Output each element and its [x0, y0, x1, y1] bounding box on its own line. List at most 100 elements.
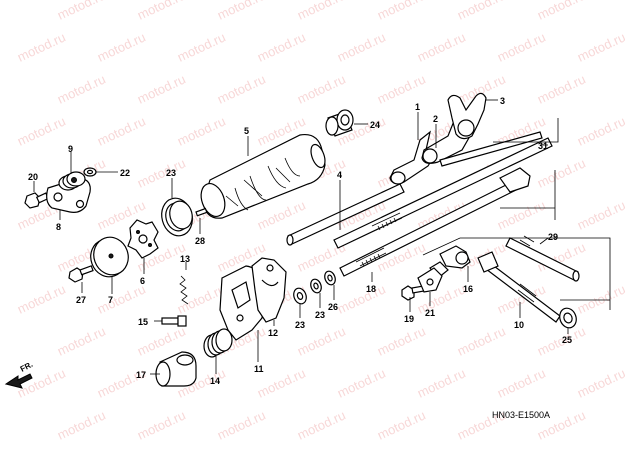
drawing-code: HN03-E1500A: [492, 410, 550, 420]
part-9-spring[interactable]: [58, 171, 86, 191]
callout-3: 3: [500, 96, 505, 106]
watermark: motod.ru: [575, 197, 625, 232]
watermark: motod.ru: [455, 323, 508, 358]
watermark: motod.ru: [375, 0, 428, 23]
leader-lines: [33, 99, 569, 375]
part-shift-spindle-upper[interactable]: [333, 137, 553, 249]
callout-9: 9: [68, 144, 73, 154]
watermark: motod.ru: [135, 71, 188, 106]
watermark: motod.ru: [175, 113, 228, 148]
callout-numbers: 20 9 22 8 5 24 23 28 6 7 27 13 15 17 14 …: [28, 96, 572, 386]
part-22-washer[interactable]: [83, 167, 97, 177]
watermark: motod.ru: [175, 29, 228, 64]
watermark: motod.ru: [95, 29, 148, 64]
part-12-guide-plate[interactable]: [251, 257, 287, 323]
callout-23-a: 23: [295, 320, 305, 330]
part-21-arm[interactable]: [417, 267, 443, 293]
callout-24: 23: [166, 168, 176, 178]
watermark: motod.ru: [495, 197, 548, 232]
callout-25: 24: [370, 120, 380, 130]
part-26-seal[interactable]: [557, 306, 579, 330]
watermark: motod.ru: [55, 407, 108, 442]
callout-12: 12: [268, 328, 278, 338]
part-14-spring[interactable]: [203, 328, 233, 358]
watermark: motod.ru: [15, 113, 68, 148]
part-18-shift-spindle[interactable]: [339, 167, 531, 277]
part-6-drum-center[interactable]: [127, 219, 159, 259]
callout-10: 10: [514, 320, 524, 330]
part-8-stopper-arm[interactable]: [46, 177, 91, 213]
callout-8: 8: [56, 222, 61, 232]
watermark: motod.ru: [95, 113, 148, 148]
watermark: motod.ru: [215, 0, 268, 23]
watermark: motod.ru: [535, 0, 588, 23]
watermark: motod.ru: [295, 0, 348, 23]
watermark: motod.ru: [215, 71, 268, 106]
part-23-washer-b[interactable]: [309, 278, 323, 295]
part-16-link[interactable]: [429, 245, 471, 279]
part-4-fork-shaft[interactable]: [286, 183, 405, 246]
watermark: motod.ru: [135, 155, 188, 190]
callout-31: 31: [538, 141, 548, 151]
watermark: motod.ru: [535, 155, 588, 190]
watermark: motod.ru: [55, 0, 108, 23]
callout-2: 2: [433, 114, 438, 124]
assembly-bracket-lines: [422, 118, 611, 310]
watermark: motod.ru: [335, 281, 388, 316]
watermark: motod.ru: [215, 407, 268, 442]
part-3-shift-fork[interactable]: [447, 92, 487, 140]
callout-28: 27: [76, 295, 86, 305]
part-19-bolt[interactable]: [401, 285, 426, 301]
watermark: motod.ru: [335, 365, 388, 400]
watermark: motod.ru: [455, 0, 508, 23]
callout-13: 13: [180, 254, 190, 264]
watermark: motod.ru: [295, 407, 348, 442]
watermark: motod.ru: [415, 29, 468, 64]
part-31-rod[interactable]: [439, 131, 543, 167]
callout-30: 29: [548, 232, 558, 242]
part-29-pin[interactable]: [195, 207, 208, 217]
watermark: motod.ru: [95, 281, 148, 316]
part-10-gearshift-spindle[interactable]: [477, 251, 561, 323]
watermark: motod.ru: [575, 281, 625, 316]
watermark: motod.ru: [55, 323, 108, 358]
part-27-washer[interactable]: [323, 270, 337, 287]
part-28-bolt[interactable]: [68, 265, 94, 283]
part-23-washer-a[interactable]: [292, 286, 309, 305]
watermark: motod.ru: [535, 71, 588, 106]
watermark: motod.ru: [495, 29, 548, 64]
callout-26: 25: [562, 335, 572, 345]
part-30-spindle[interactable]: [505, 235, 580, 282]
watermark: motod.ru: [575, 113, 625, 148]
callout-16: 16: [463, 284, 473, 294]
part-13-spring[interactable]: [179, 275, 189, 305]
part-7-plate[interactable]: [86, 232, 134, 281]
callout-7: 7: [108, 295, 113, 305]
part-15-pin[interactable]: [161, 315, 187, 327]
callout-19: 19: [404, 314, 414, 324]
part-1-shift-fork[interactable]: [389, 130, 435, 185]
callout-29: 28: [195, 236, 205, 246]
callout-20: 20: [28, 172, 38, 182]
callout-14: 14: [210, 376, 220, 386]
callout-1: 1: [415, 102, 420, 112]
watermark: motod.ru: [135, 407, 188, 442]
part-24-oil-seal[interactable]: [158, 195, 197, 239]
callout-22: 22: [120, 168, 130, 178]
watermark: motod.ru: [255, 29, 308, 64]
watermark: motod.ru: [575, 365, 625, 400]
callout-27: 26: [328, 302, 338, 312]
watermark: motod.ru: [135, 0, 188, 23]
part-17-collar[interactable]: [155, 351, 197, 387]
callout-11: 11: [254, 364, 264, 374]
part-25-bearing[interactable]: [325, 109, 354, 137]
watermark: motod.ru: [15, 29, 68, 64]
watermark: motod.ru: [495, 365, 548, 400]
watermark: motod.ru: [255, 197, 308, 232]
callout-5: 5: [244, 126, 249, 136]
watermark: motod.ru: [335, 29, 388, 64]
part-5-shift-drum[interactable]: [197, 133, 328, 220]
part-11-shift-arm[interactable]: [219, 265, 265, 341]
